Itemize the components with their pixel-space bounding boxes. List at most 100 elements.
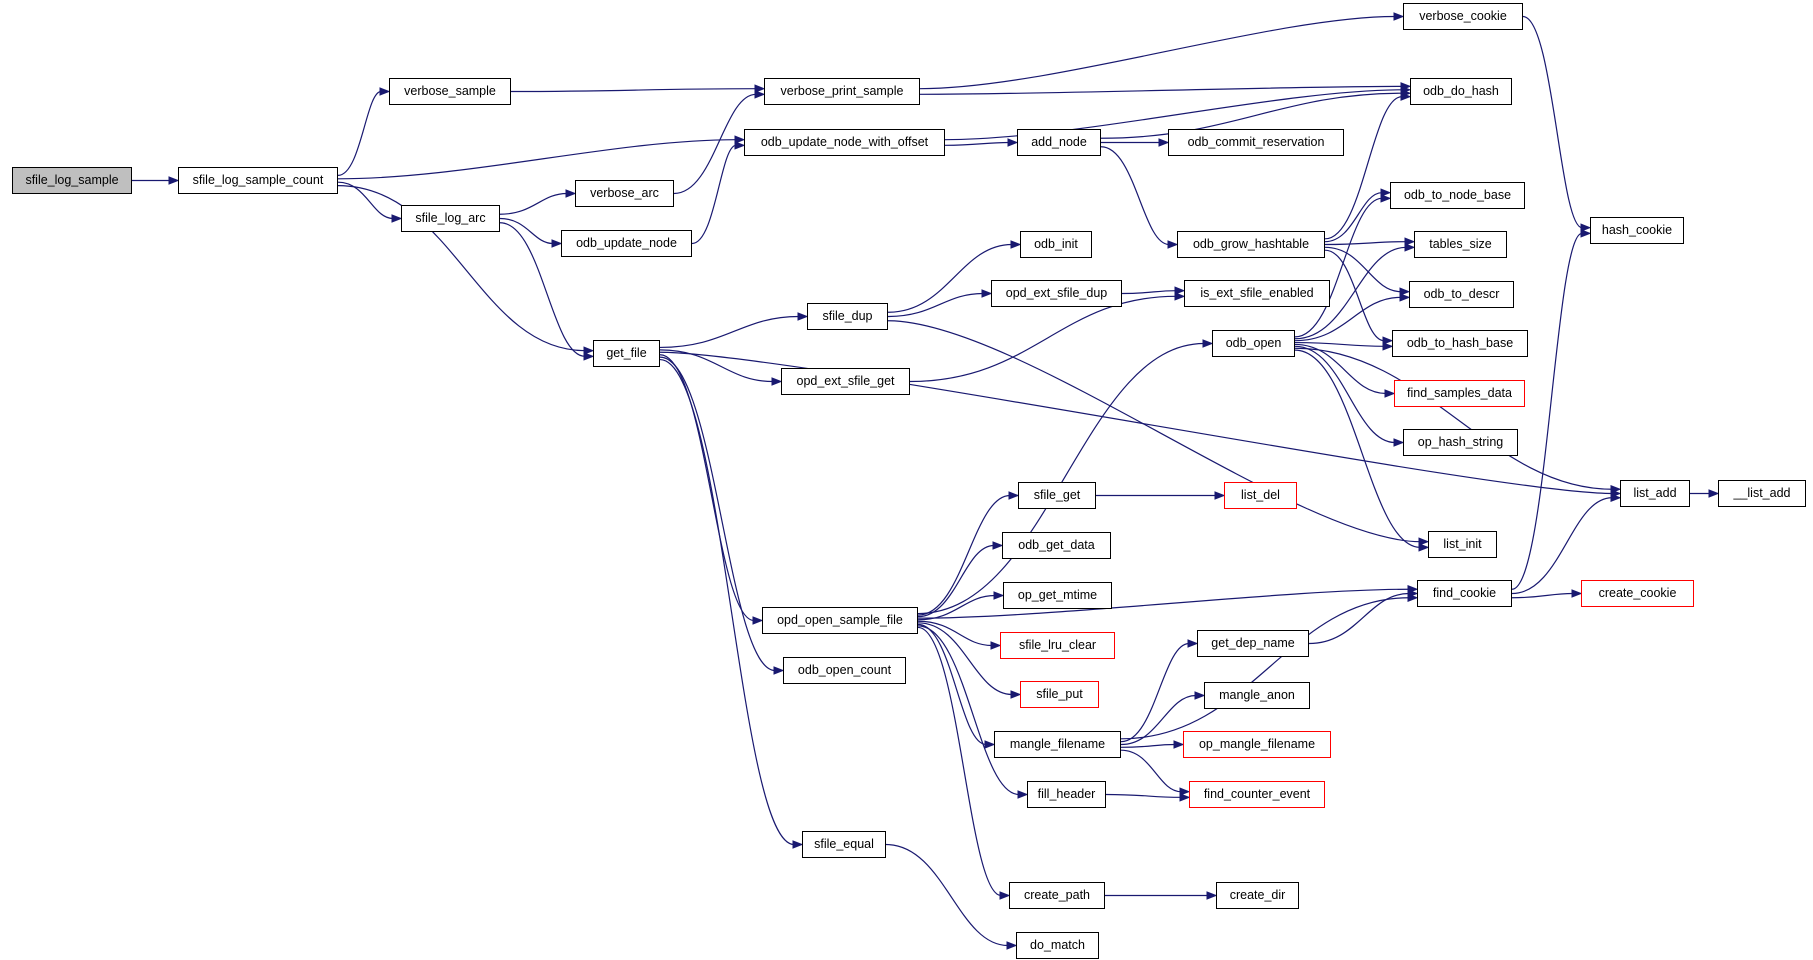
node-opd_ext_sfile_get[interactable]: opd_ext_sfile_get [781,368,910,395]
edge-opd_open_sample_file-to-fill_header [917,625,1020,796]
node-odb_init[interactable]: odb_init [1020,231,1092,258]
node-fill_header[interactable]: fill_header [1027,781,1106,808]
node-create_dir[interactable]: create_dir [1216,882,1299,909]
arrowhead-fill_header-to-find_counter_event [1179,793,1191,802]
node-op_hash_string[interactable]: op_hash_string [1403,429,1518,456]
arrowhead-verbose_sample-to-verbose_print_sample [754,84,766,93]
node-sfile_put[interactable]: sfile_put [1020,681,1099,708]
arrowhead-opd_open_sample_file-to-odb_get_data [992,541,1004,550]
node-mangle_anon[interactable]: mangle_anon [1204,682,1310,709]
node-opd_open_sample_file[interactable]: opd_open_sample_file [762,607,918,634]
node-__list_add[interactable]: __list_add [1718,480,1806,507]
edge-sfile_log_sample_count-to-odb_update_node_with_offset [337,139,737,180]
node-hash_cookie[interactable]: hash_cookie [1590,217,1684,244]
arrowhead-find_cookie-to-hash_cookie [1580,229,1592,238]
arrowhead-sfile_equal-to-do_match [1006,941,1018,950]
arrowhead-odb_update_node-to-odb_update_node_with_offset [734,141,746,150]
edge-opd_open_sample_file-to-odb_get_data [917,544,995,618]
node-add_node[interactable]: add_node [1017,129,1101,156]
node-tables_size[interactable]: tables_size [1414,231,1507,258]
node-sfile_log_sample[interactable]: sfile_log_sample [12,167,132,194]
edge-odb_update_node_with_offset-to-odb_do_hash [944,89,1403,141]
arrowhead-opd_ext_sfile_get-to-is_ext_sfile_enabled [1174,292,1186,301]
node-odb_get_data[interactable]: odb_get_data [1002,532,1111,559]
node-op_mangle_filename[interactable]: op_mangle_filename [1183,731,1331,758]
edge-odb_grow_hashtable-to-odb_to_descr [1324,246,1402,293]
node-is_ext_sfile_enabled[interactable]: is_ext_sfile_enabled [1184,280,1330,307]
node-sfile_equal[interactable]: sfile_equal [802,831,886,858]
edge-fill_header-to-find_counter_event [1105,793,1182,798]
arrowhead-odb_grow_hashtable-to-odb_to_hash_base [1382,336,1394,345]
node-odb_grow_hashtable[interactable]: odb_grow_hashtable [1177,231,1325,258]
arrowhead-odb_open-to-find_samples_data [1384,389,1396,398]
arrowhead-find_cookie-to-create_cookie [1571,589,1583,598]
node-sfile_log_arc[interactable]: sfile_log_arc [401,205,500,232]
node-list_init[interactable]: list_init [1428,531,1497,558]
edge-opd_open_sample_file-to-create_path [917,626,1002,897]
node-opd_ext_sfile_dup[interactable]: opd_ext_sfile_dup [991,280,1122,307]
node-sfile_log_sample_count[interactable]: sfile_log_sample_count [178,167,338,194]
node-odb_commit_reservation[interactable]: odb_commit_reservation [1168,129,1344,156]
node-find_samples_data[interactable]: find_samples_data [1394,380,1525,407]
edge-get_file-to-sfile_equal [659,358,795,846]
node-odb_to_descr[interactable]: odb_to_descr [1409,281,1514,308]
node-verbose_cookie[interactable]: verbose_cookie [1403,3,1523,30]
edge-sfile_log_arc-to-verbose_arc [499,192,568,215]
edge-get_file-to-sfile_dup [659,315,800,349]
node-sfile_lru_clear[interactable]: sfile_lru_clear [1000,632,1115,659]
edge-odb_grow_hashtable-to-odb_do_hash [1324,96,1403,240]
node-sfile_get[interactable]: sfile_get [1018,482,1096,509]
node-odb_to_hash_base[interactable]: odb_to_hash_base [1392,330,1528,357]
node-create_cookie[interactable]: create_cookie [1581,580,1694,607]
node-odb_update_node[interactable]: odb_update_node [561,230,692,257]
edge-odb_open-to-list_init [1294,349,1421,548]
edge-find_cookie-to-list_add [1511,497,1613,595]
edge-verbose_cookie-to-hash_cookie [1522,15,1583,229]
arrowhead-get_dep_name-to-find_cookie [1407,589,1419,598]
node-get_file[interactable]: get_file [593,340,660,367]
node-create_path[interactable]: create_path [1009,882,1105,909]
edge-opd_open_sample_file-to-op_get_mtime [917,594,996,621]
edge-sfile_log_sample_count-to-sfile_log_arc [337,181,394,220]
arrowhead-odb_open-to-odb_to_hash_base [1382,342,1394,351]
node-find_cookie[interactable]: find_cookie [1417,580,1512,607]
node-do_match[interactable]: do_match [1016,932,1099,959]
node-odb_update_node_with_offset[interactable]: odb_update_node_with_offset [744,129,945,156]
arrowhead-sfile_log_sample_count-to-odb_update_node_with_offset [734,135,746,144]
node-find_counter_event[interactable]: find_counter_event [1189,781,1325,808]
arrowhead-odb_grow_hashtable-to-odb_do_hash [1400,92,1412,101]
node-list_add[interactable]: list_add [1620,480,1690,507]
edge-mangle_filename-to-mangle_anon [1120,694,1197,746]
edge-find_cookie-to-create_cookie [1511,592,1574,599]
arrowhead-opd_open_sample_file-to-sfile_put [1010,690,1022,699]
arrowhead-mangle_filename-to-find_counter_event [1179,787,1191,796]
node-odb_open_count[interactable]: odb_open_count [783,657,906,684]
node-get_dep_name[interactable]: get_dep_name [1197,630,1309,657]
edge-opd_open_sample_file-to-odb_open [917,342,1205,615]
edge-verbose_print_sample-to-odb_do_hash [919,85,1403,95]
node-list_del[interactable]: list_del [1224,482,1297,509]
arrowhead-get_file-to-opd_ext_sfile_get [771,377,783,386]
edge-verbose_sample-to-verbose_print_sample [510,88,757,93]
node-verbose_print_sample[interactable]: verbose_print_sample [764,78,920,105]
node-odb_open[interactable]: odb_open [1212,330,1295,357]
arrowhead-opd_open_sample_file-to-fill_header [1017,790,1029,799]
node-verbose_sample[interactable]: verbose_sample [389,78,511,105]
node-sfile_dup[interactable]: sfile_dup [807,303,888,330]
node-mangle_filename[interactable]: mangle_filename [994,731,1121,758]
node-odb_do_hash[interactable]: odb_do_hash [1410,78,1512,105]
node-op_get_mtime[interactable]: op_get_mtime [1003,582,1112,609]
arrowhead-sfile_log_sample_count-to-verbose_sample [379,87,391,96]
edge-verbose_print_sample-to-verbose_cookie [919,15,1396,90]
arrowhead-sfile_log_arc-to-get_file [583,352,595,361]
node-odb_to_node_base[interactable]: odb_to_node_base [1390,182,1525,209]
arrowhead-opd_open_sample_file-to-op_get_mtime [993,591,1005,600]
edge-sfile_equal-to-do_match [885,843,1009,947]
arrowhead-odb_open-to-odb_to_node_base [1380,194,1392,203]
arrowhead-add_node-to-odb_commit_reservation [1158,138,1170,147]
node-verbose_arc[interactable]: verbose_arc [575,180,674,207]
arrowhead-verbose_print_sample-to-verbose_cookie [1393,12,1405,21]
edge-sfile_dup-to-opd_ext_sfile_dup [887,292,984,318]
arrowhead-odb_open-to-op_hash_string [1393,438,1405,447]
